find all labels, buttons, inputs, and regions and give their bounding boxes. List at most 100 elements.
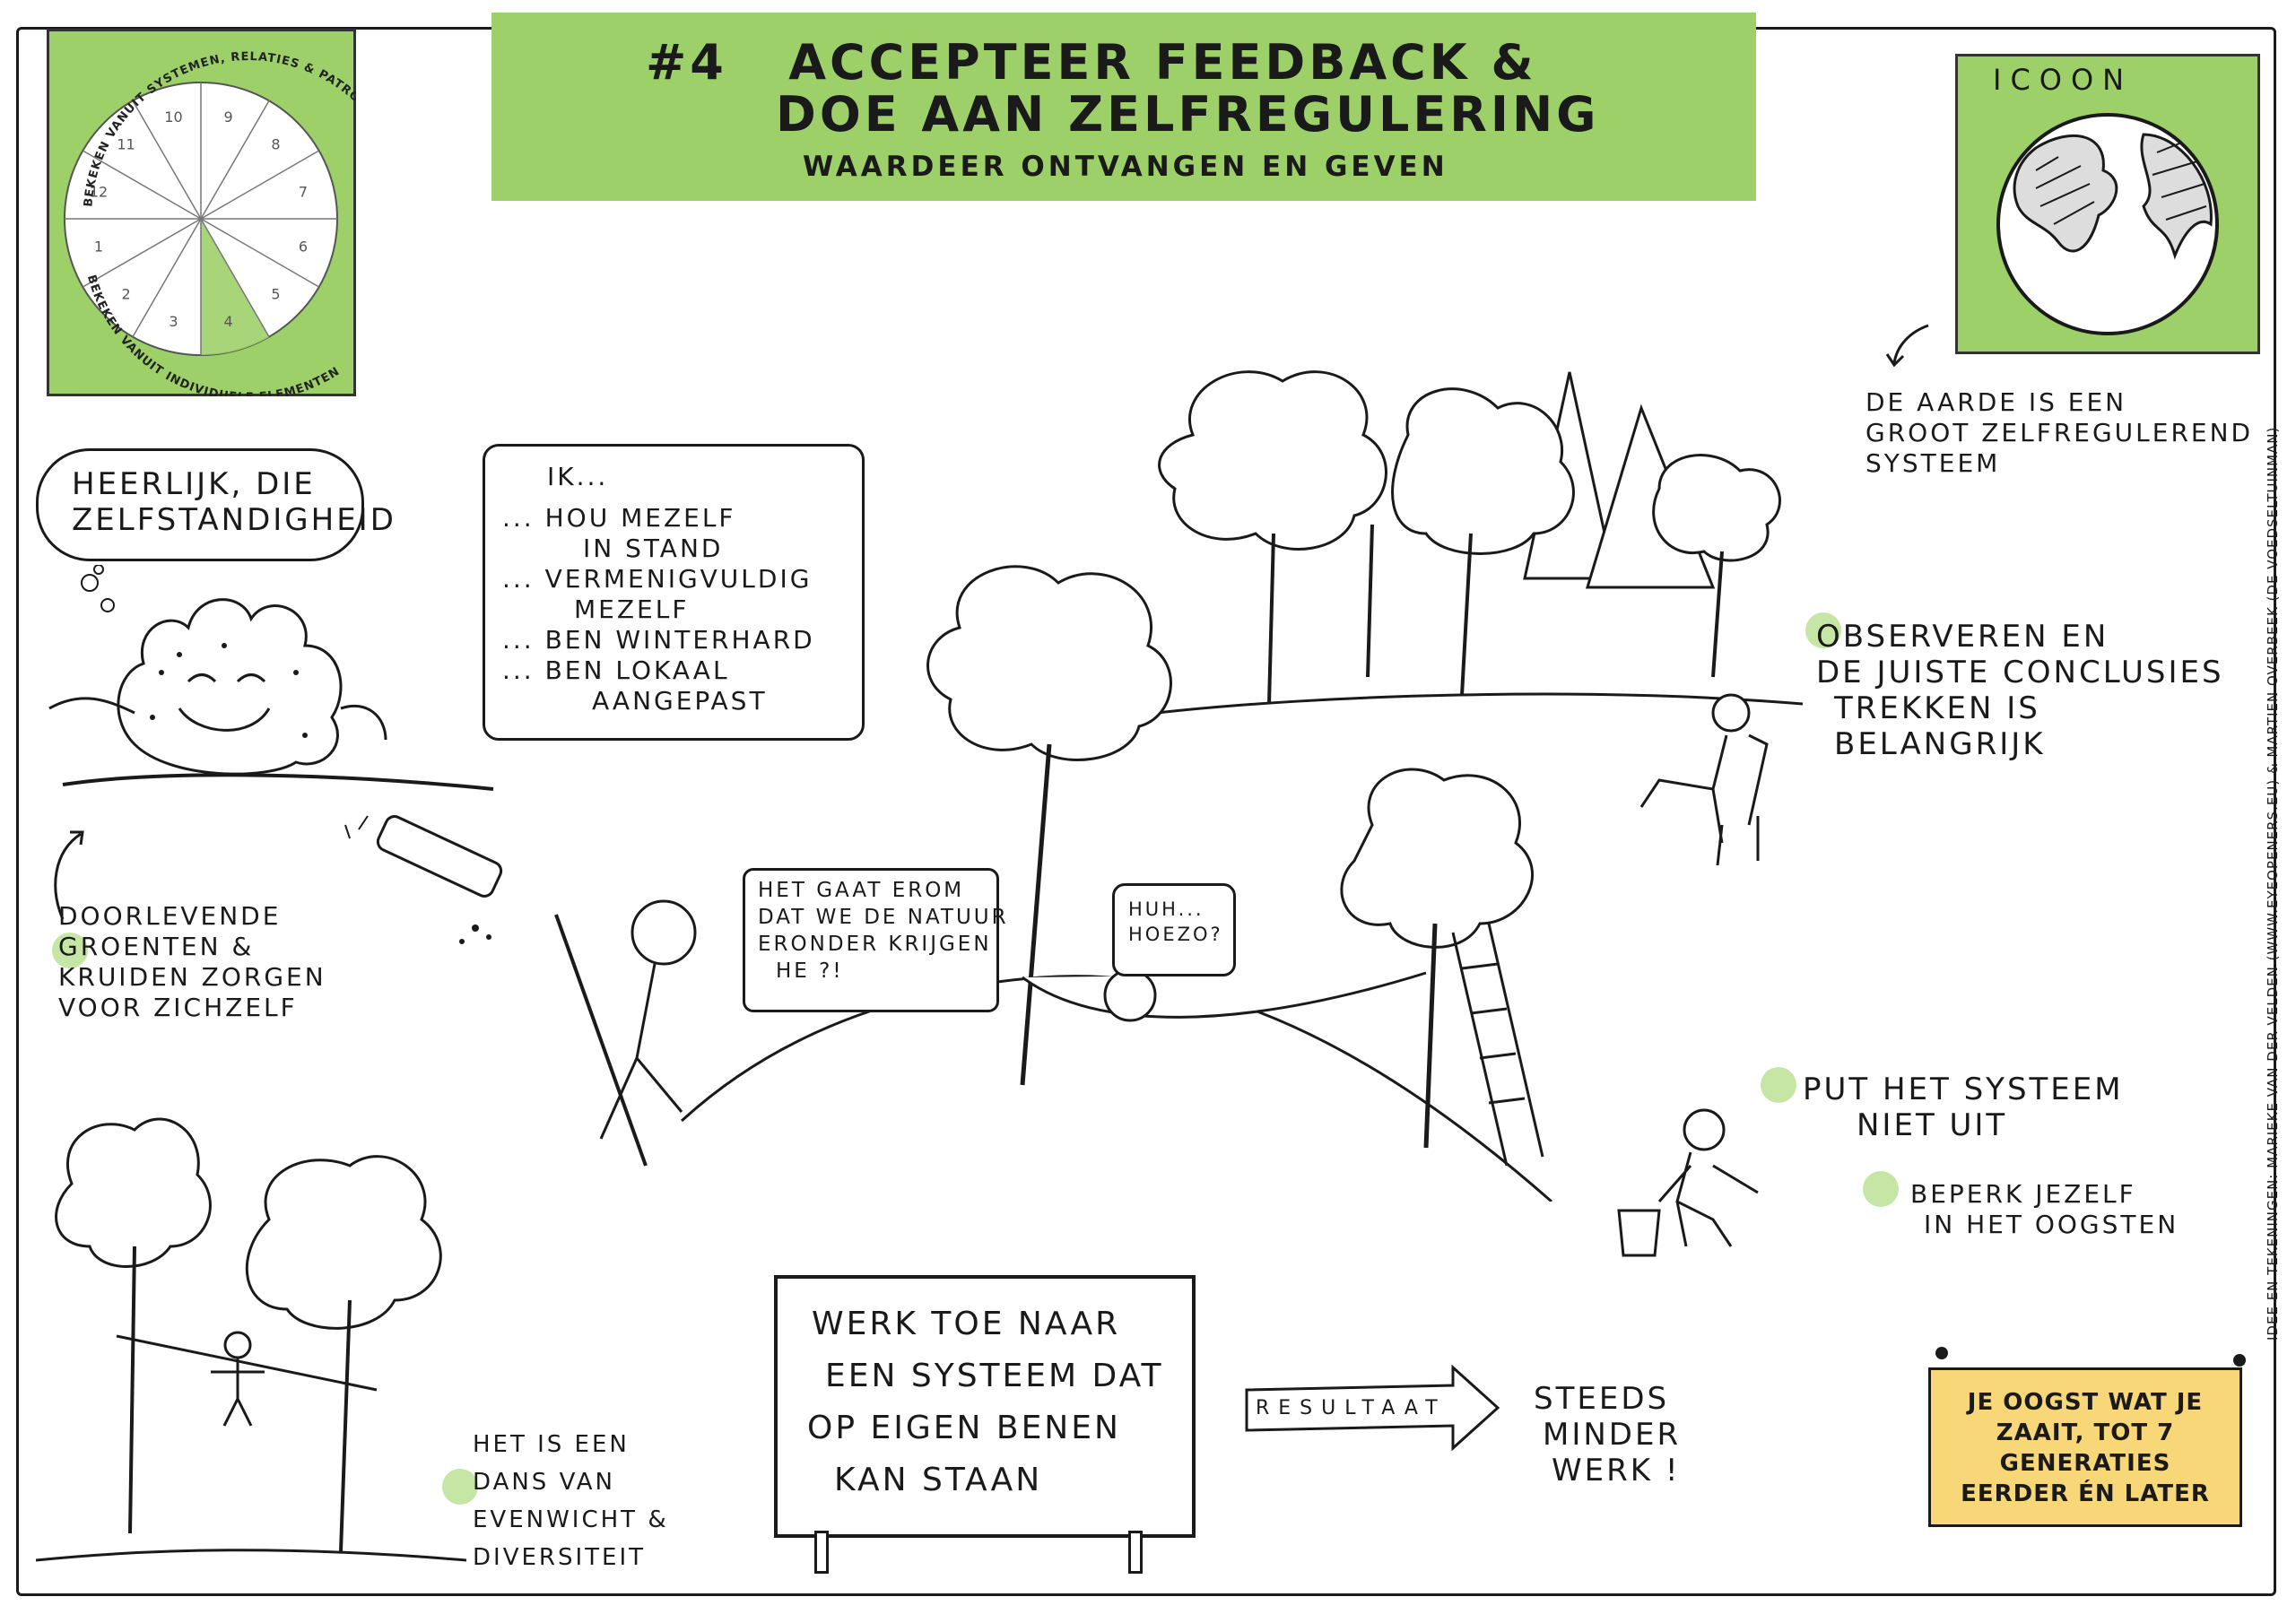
wheel-segment-label: 11 <box>117 136 135 153</box>
note-line: ZAAIT, TOT 7 <box>1996 1419 2175 1446</box>
left-note-line: KRUIDEN ZORGEN <box>58 962 326 992</box>
speech-line: HUH... <box>1128 898 1205 920</box>
ik-line: ... BEN LOKAAL <box>502 655 730 685</box>
ik-line: ... HOU MEZELF <box>502 503 736 533</box>
left-note-text: DOORLEVENDE GROENTEN & KRUIDEN ZORGEN VO… <box>58 901 326 1023</box>
credits-text: IDEE EN TEKENINGEN: MARIEKE VAN DER VELD… <box>2265 426 2281 1341</box>
deplete-line: PUT HET SYSTEEM <box>1803 1072 2124 1107</box>
wheel-segment-label: 6 <box>299 239 308 256</box>
wheel-segment-label: 2 <box>121 285 130 302</box>
limit-line: BEPERK JEZELF <box>1910 1179 2136 1209</box>
wheel-divider <box>82 150 202 220</box>
observe-note-text: OBSERVEREN EN DE JUISTE CONCLUSIES TREKK… <box>1816 619 2224 762</box>
sign-post-left <box>814 1531 829 1574</box>
hammock-speech-text: HUH... HOEZO? <box>1128 897 1223 947</box>
icon-caption-line: GROOT ZELFREGULEREND <box>1866 418 2254 447</box>
wheel-divider <box>200 218 320 288</box>
sign-line: KAN STAAN <box>834 1462 1043 1498</box>
bullet-dot <box>1863 1171 1899 1207</box>
speech-line: DAT WE DE NATUUR <box>758 906 1009 929</box>
ik-line: IK... <box>547 462 609 491</box>
forest-illustration <box>1156 370 1804 715</box>
left-note-line: VOOR ZICHZELF <box>58 993 298 1022</box>
speech-line: ERONDER KRIJGEN <box>758 933 992 956</box>
sign-line: WERK TOE NAAR <box>812 1306 1121 1342</box>
wheel-segment-label: 1 <box>94 239 103 256</box>
hill-scene-illustration <box>554 565 1552 1202</box>
title-banner <box>491 13 1756 201</box>
icon-caption-line: DE AARDE IS EEN <box>1866 387 2127 417</box>
bottle-illustration <box>344 815 503 944</box>
title-number: #4 <box>646 34 727 91</box>
speech-line: HOEZO? <box>1128 924 1223 945</box>
wheel-segment-label: 8 <box>271 136 280 153</box>
dance-line: DANS VAN <box>473 1469 615 1496</box>
wheel-divider <box>200 100 270 220</box>
page-title-line1: #4 ACCEPTEER FEEDBACK & <box>646 34 1537 91</box>
earth-globe-icon <box>1996 113 2219 335</box>
up-arrow-icon <box>54 830 84 920</box>
happy-bush-illustration <box>48 565 494 791</box>
wheel-divider <box>132 100 202 220</box>
deplete-note-text: PUT HET SYSTEEM NIET UIT <box>1803 1072 2124 1143</box>
thought-line: HEERLIJK, DIE <box>72 466 316 502</box>
icon-caption: DE AARDE IS EEN GROOT ZELFREGULEREND SYS… <box>1866 387 2260 479</box>
bullet-dot <box>1805 612 1841 648</box>
result-arrow-label: RESULTAAT <box>1256 1397 1447 1419</box>
harvesting-person-illustration <box>1617 1108 1759 1257</box>
deplete-line: NIET UIT <box>1857 1107 2008 1143</box>
icon-caption-line: SYSTEEM <box>1866 448 2001 478</box>
wheel-segment-label: 10 <box>164 108 182 126</box>
pin-icon <box>2233 1354 2246 1367</box>
wheel-divider <box>200 218 270 338</box>
wheel-highlight-segment-4 <box>201 219 269 356</box>
limit-line: IN HET OOGSTEN <box>1924 1210 2179 1239</box>
observe-line: DE JUISTE CONCLUSIES <box>1816 655 2224 690</box>
result-text: STEEDS MINDER WERK ! <box>1534 1381 1681 1488</box>
signboard-text: WERK TOE NAAR EEN SYSTEEM DAT OP EIGEN B… <box>807 1298 1163 1506</box>
speech-line: HET GAAT EROM <box>758 879 965 902</box>
bullet-dot <box>52 933 88 968</box>
ik-speech-text: IK... ... HOU MEZELF IN STAND ... VERMEN… <box>502 462 861 716</box>
thought-text: HEERLIJK, DIE ZELFSTANDIGHEID <box>72 466 396 538</box>
note-line: JE OOGST WAT JE <box>1967 1389 2204 1416</box>
note-line: GENERATIES <box>1999 1450 2171 1477</box>
thought-line: ZELFSTANDIGHEID <box>72 502 396 538</box>
pin-icon <box>1935 1347 1948 1359</box>
bullet-dot <box>442 1469 478 1505</box>
wheel-segment-label: 7 <box>299 183 308 200</box>
result-arrow-icon <box>1245 1364 1500 1452</box>
signboard <box>774 1275 1196 1538</box>
page-subtitle: WAARDEER ONTVANGEN EN GEVEN <box>803 151 1448 183</box>
wheel-segment-label: 12 <box>90 183 108 200</box>
wheel-segment-label: 5 <box>271 285 280 302</box>
icon-label: ICOON <box>1993 63 2134 97</box>
curved-arrow-icon <box>1885 324 1929 368</box>
ik-line: ... VERMENIGVULDIG <box>502 564 813 594</box>
result-line: STEEDS <box>1534 1381 1670 1417</box>
sign-post-right <box>1128 1531 1143 1574</box>
sign-line: EEN SYSTEEM DAT <box>825 1358 1164 1394</box>
note-line: EERDER ÉN LATER <box>1961 1480 2210 1507</box>
wheel-segment-label: 4 <box>223 313 232 330</box>
speech-line: HE ?! <box>776 959 844 983</box>
balance-trees-illustration <box>36 1117 467 1562</box>
dance-line: HET IS EEN <box>473 1431 630 1458</box>
ik-line: IN STAND <box>583 534 724 563</box>
observe-line: BELANGRIJK <box>1834 726 2046 762</box>
page-title-line2: DOE AAN ZELFREGULERING <box>776 86 1600 143</box>
ik-line: MEZELF <box>574 595 690 624</box>
person-in-chair-illustration <box>1639 693 1769 866</box>
dance-line: EVENWICHT & <box>473 1506 669 1533</box>
wheel-segment-label: 3 <box>169 313 178 330</box>
wheel-divider <box>82 218 202 288</box>
pinned-note-text: JE OOGST WAT JE ZAAIT, TOT 7 GENERATIES … <box>1933 1387 2238 1509</box>
farmer-speech-bubble <box>743 868 999 1012</box>
ik-line: ... BEN WINTERHARD <box>502 625 815 655</box>
observe-line: TREKKEN IS <box>1834 690 2040 726</box>
bullet-dot <box>1761 1067 1796 1103</box>
pinned-note <box>1928 1367 2242 1527</box>
hammock-speech-bubble <box>1112 883 1236 976</box>
farmer-speech-text: HET GAAT EROM DAT WE DE NATUUR ERONDER K… <box>758 877 1009 985</box>
